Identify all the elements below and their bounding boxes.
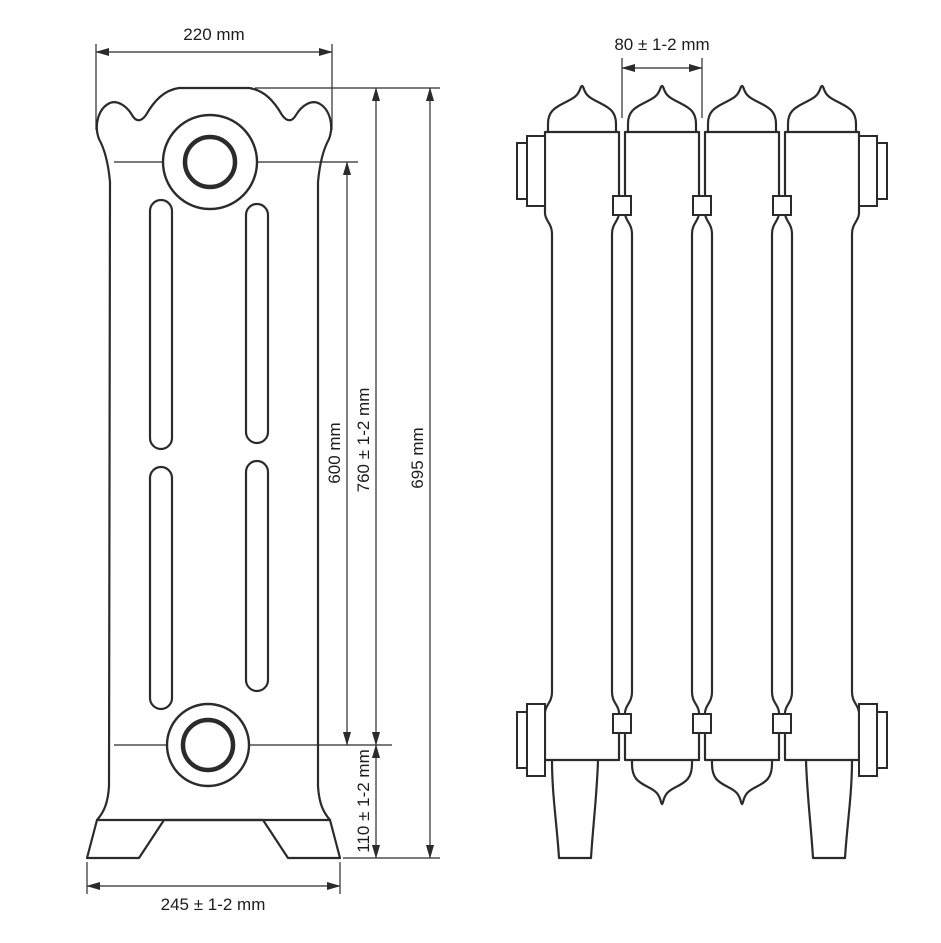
section-body-3 — [703, 130, 781, 762]
section-cap-2 — [626, 84, 698, 134]
bottom-bushing-inner-circle — [180, 717, 236, 773]
bottom-nipple-2 — [692, 713, 712, 734]
side-view-slots — [148, 198, 270, 711]
front-view-side-bushings — [516, 135, 888, 777]
front-view-sections — [543, 130, 861, 762]
front-view-feet — [550, 758, 854, 860]
dim-floor-to-axis: 110 ± 1-2 mm — [354, 744, 381, 859]
side-view-body-outline — [85, 86, 342, 860]
dim-section-width: 80 ± 1-2 mm — [614, 35, 710, 118]
dim-label-overall-height: 760 ± 1-2 mm — [354, 388, 373, 493]
section-body-2 — [623, 130, 701, 762]
dim-label-section-width: 80 ± 1-2 mm — [614, 35, 709, 54]
slot-lower-right — [244, 459, 270, 693]
side-view-center-lines — [114, 161, 392, 746]
dim-label-axis-distance: 600 mm — [325, 422, 344, 483]
slot-lower-left — [148, 465, 174, 711]
dim-label-base-width: 245 ± 1-2 mm — [161, 895, 266, 914]
front-view-nipples — [612, 195, 792, 734]
top-nipple-2 — [692, 195, 712, 216]
dim-label-top-width: 220 mm — [183, 25, 244, 44]
dim-top-width: 220 mm — [95, 25, 333, 130]
slot-upper-right — [244, 202, 270, 445]
dim-label-section-height: 695 mm — [408, 427, 427, 488]
dim-axis-distance: 600 mm — [325, 161, 352, 746]
section-cap-4 — [786, 84, 858, 134]
section-body-1 — [543, 130, 621, 762]
dim-label-floor-to-axis: 110 ± 1-2 mm — [354, 749, 373, 853]
right-side-bushings — [858, 135, 888, 777]
bottom-nipple-3 — [772, 713, 792, 734]
top-nipple-3 — [772, 195, 792, 216]
section-body-4 — [783, 130, 861, 762]
front-view — [516, 84, 888, 860]
bottom-nipple-1 — [612, 713, 632, 734]
right-foot — [804, 758, 854, 860]
left-side-bushings — [516, 135, 546, 777]
slot-upper-left — [148, 198, 174, 451]
left-foot — [550, 758, 600, 860]
section-point-3 — [710, 758, 774, 806]
section-cap-1 — [546, 84, 618, 134]
top-nipple-1 — [612, 195, 632, 216]
dim-overall-height: 760 ± 1-2 mm — [354, 87, 381, 746]
section-cap-3 — [706, 84, 778, 134]
dimensions: 220 mm 245 ± 1-2 mm 600 mm 760 ± 1-2 mm … — [86, 25, 710, 914]
top-bushing-inner-circle — [182, 134, 238, 190]
side-view — [85, 86, 392, 860]
section-point-2 — [630, 758, 694, 806]
dim-section-height: 695 mm — [408, 87, 435, 859]
dim-base-width: 245 ± 1-2 mm — [86, 862, 341, 914]
front-view-bottom-points — [630, 758, 774, 806]
